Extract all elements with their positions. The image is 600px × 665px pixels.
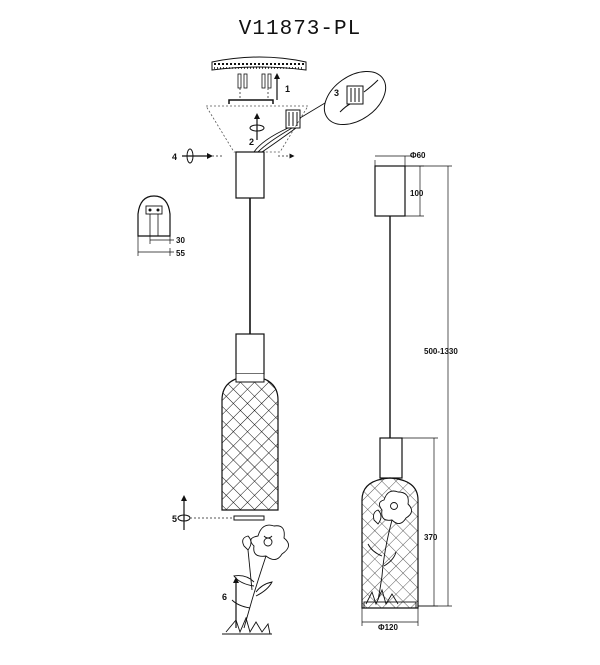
step-3-label: 3 [334, 88, 339, 98]
connector-detail-callout [323, 70, 387, 126]
bottom-ring [233, 515, 265, 521]
step-6-label: 6 [222, 592, 227, 602]
step-4-label: 4 [172, 152, 177, 162]
shade-diameter-label: Φ120 [378, 623, 398, 632]
screws [237, 73, 272, 98]
cable-length-label: 500-1330 [424, 347, 458, 356]
canopy-diameter-label: Φ60 [410, 151, 426, 160]
shade-height-label: 370 [424, 533, 438, 542]
ceiling-plate [211, 56, 307, 71]
assembled-socket [379, 437, 403, 479]
step-2-label: 2 [249, 137, 254, 147]
flower-illustration [222, 524, 289, 635]
exploded-view: 1 2 [137, 56, 387, 635]
step-2-rotate-icon [249, 113, 265, 140]
bracket-detail [137, 195, 171, 237]
mounting-bracket [228, 99, 274, 104]
bracket-dimension-lines [137, 236, 174, 256]
terminal-block [285, 109, 301, 129]
model-title: V11873-PL [238, 18, 362, 41]
socket-holder [235, 333, 265, 375]
step-5-label: 5 [172, 514, 177, 524]
mesh-glass-shade [221, 374, 279, 511]
shade-diameter-dimension [361, 608, 419, 626]
step-4-rotate-icon [182, 148, 295, 164]
bracket-width-label: 55 [176, 249, 185, 258]
canopy-outline [205, 105, 309, 153]
canopy-diameter-dimension [374, 155, 412, 166]
canopy [235, 151, 265, 199]
step-1-label: 1 [285, 84, 290, 94]
step-5-rotate-icon [177, 495, 232, 530]
assembled-view: Φ60 100 500-1330 370 [361, 151, 458, 632]
bracket-depth-label: 30 [176, 236, 185, 245]
shade-height-dimension [402, 437, 438, 607]
assembled-flower [365, 490, 412, 606]
assembled-canopy [374, 165, 406, 217]
canopy-height-label: 100 [410, 189, 424, 198]
wires [253, 99, 331, 153]
